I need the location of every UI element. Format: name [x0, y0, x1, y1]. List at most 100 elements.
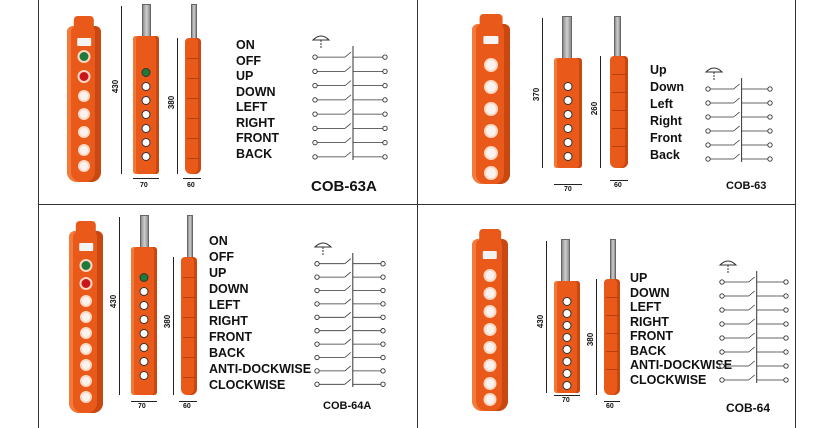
terminal-icon [705, 128, 711, 134]
function-label: RIGHT [630, 314, 669, 329]
function-label: BACK [630, 343, 667, 358]
switch-contact-icon [344, 94, 352, 101]
terminal-icon [382, 54, 388, 60]
off-button-icon [77, 70, 91, 83]
height-dimension-line [542, 18, 543, 168]
function-label: DOWN [209, 282, 249, 296]
terminal-icon [382, 68, 388, 75]
terminal-icon [314, 301, 320, 307]
switch-contact-icon [344, 123, 352, 129]
terminal-icon [719, 363, 725, 369]
function-label: UP [236, 69, 254, 83]
width-dimension-line [133, 178, 159, 179]
switch-contact-icon [733, 153, 740, 160]
terminal-icon [719, 377, 725, 383]
terminal-icon [719, 335, 725, 341]
function-label: ANTI-DOCKWISE [209, 362, 312, 376]
panel-cob-63: 370 70 260 60 Up Down Left Right Front B… [418, 0, 795, 204]
terminal-icon [719, 279, 725, 285]
left-button-icon [80, 327, 92, 339]
terminal-icon [314, 261, 320, 267]
pendant-front-view [133, 36, 159, 174]
off-button-icon [79, 277, 93, 290]
pendant-photo [472, 14, 510, 184]
wiring-schematic [718, 260, 789, 383]
switch-contact-icon [344, 137, 352, 143]
switch-contact-icon [344, 66, 352, 72]
up-button-icon [484, 58, 498, 72]
terminal-icon [382, 154, 388, 160]
depth-dimension-line [604, 401, 620, 402]
cable-front [140, 215, 149, 249]
function-label: ON [236, 38, 255, 52]
switch-contact-icon [344, 108, 352, 115]
function-label: BACK [236, 146, 273, 161]
terminal-icon [382, 125, 388, 132]
down-button-icon [484, 80, 498, 94]
terminal-icon [314, 328, 320, 334]
frame-horizontal-divider [38, 204, 796, 205]
function-label: UP [630, 271, 648, 285]
switch-contact-icon [344, 298, 352, 305]
depth-dimension: 60 [606, 403, 614, 410]
function-list: ON OFF UP DOWN LEFT RIGHT FRONT BACK ANT… [209, 233, 311, 393]
switch-contact-icon [748, 290, 755, 297]
terminal-icon [314, 381, 320, 387]
model-number: COB-63 [726, 180, 767, 192]
width-dimension: 70 [138, 403, 146, 410]
terminal-icon [314, 274, 320, 280]
panel-cob-64a: 430 70 380 60 ON OFF UP DOWN LEFT RIGHT … [39, 205, 417, 428]
pendant-side-view [181, 257, 197, 395]
left-button-icon [484, 102, 498, 116]
terminal-icon [382, 111, 388, 117]
function-list: Up Down Left Right Front Back [650, 62, 684, 164]
depth-dimension: 60 [187, 182, 195, 189]
pendant-side-view [185, 38, 201, 174]
pendant-side-view [604, 279, 620, 395]
function-label: Up [650, 63, 667, 77]
cable-side [191, 4, 197, 40]
on-button-icon [79, 259, 93, 272]
switch-contact-icon [748, 346, 755, 353]
function-label: DOWN [236, 84, 276, 99]
down-button-icon [78, 108, 90, 120]
wiring-schematic [704, 67, 773, 162]
switch-contact-icon [344, 378, 352, 385]
right-button-icon [80, 343, 92, 355]
function-label: Front [650, 131, 682, 145]
pendant-photo [69, 221, 103, 413]
terminal-icon [719, 321, 725, 327]
side-height-dimension-line [596, 279, 597, 395]
back-button-icon [484, 166, 498, 180]
depth-dimension-line [610, 180, 628, 181]
left-button-icon [483, 305, 497, 318]
model-number: COB-64 [726, 401, 771, 415]
terminal-icon [314, 368, 320, 374]
emergency-stop-icon [718, 260, 738, 266]
side-height-dimension-line [173, 257, 174, 395]
terminal-icon [783, 363, 789, 369]
terminal-icon [380, 301, 386, 307]
model-number: COB-64A [323, 400, 372, 412]
height-dimension-line [546, 241, 547, 393]
right-button-icon [483, 323, 497, 336]
terminal-icon [380, 341, 386, 347]
frame-middle-divider [417, 0, 418, 428]
switch-contact-icon [344, 51, 352, 58]
function-label: Right [650, 114, 682, 128]
left-button-icon [78, 126, 90, 138]
terminal-icon [783, 279, 789, 285]
terminal-icon [719, 293, 725, 299]
front-button-icon [484, 146, 498, 160]
height-dimension: 430 [109, 294, 119, 309]
down-button-icon [80, 311, 92, 323]
emergency-stop-icon [704, 67, 724, 73]
emergency-stop-icon [313, 242, 333, 248]
switch-contact-icon [344, 311, 352, 318]
switch-contact-icon [733, 125, 740, 132]
height-dimension: 430 [536, 314, 546, 329]
side-height-dimension-line [600, 56, 601, 168]
switch-contact-icon [748, 304, 755, 311]
switch-contact-icon [344, 285, 352, 291]
frame-left-border [38, 0, 39, 428]
